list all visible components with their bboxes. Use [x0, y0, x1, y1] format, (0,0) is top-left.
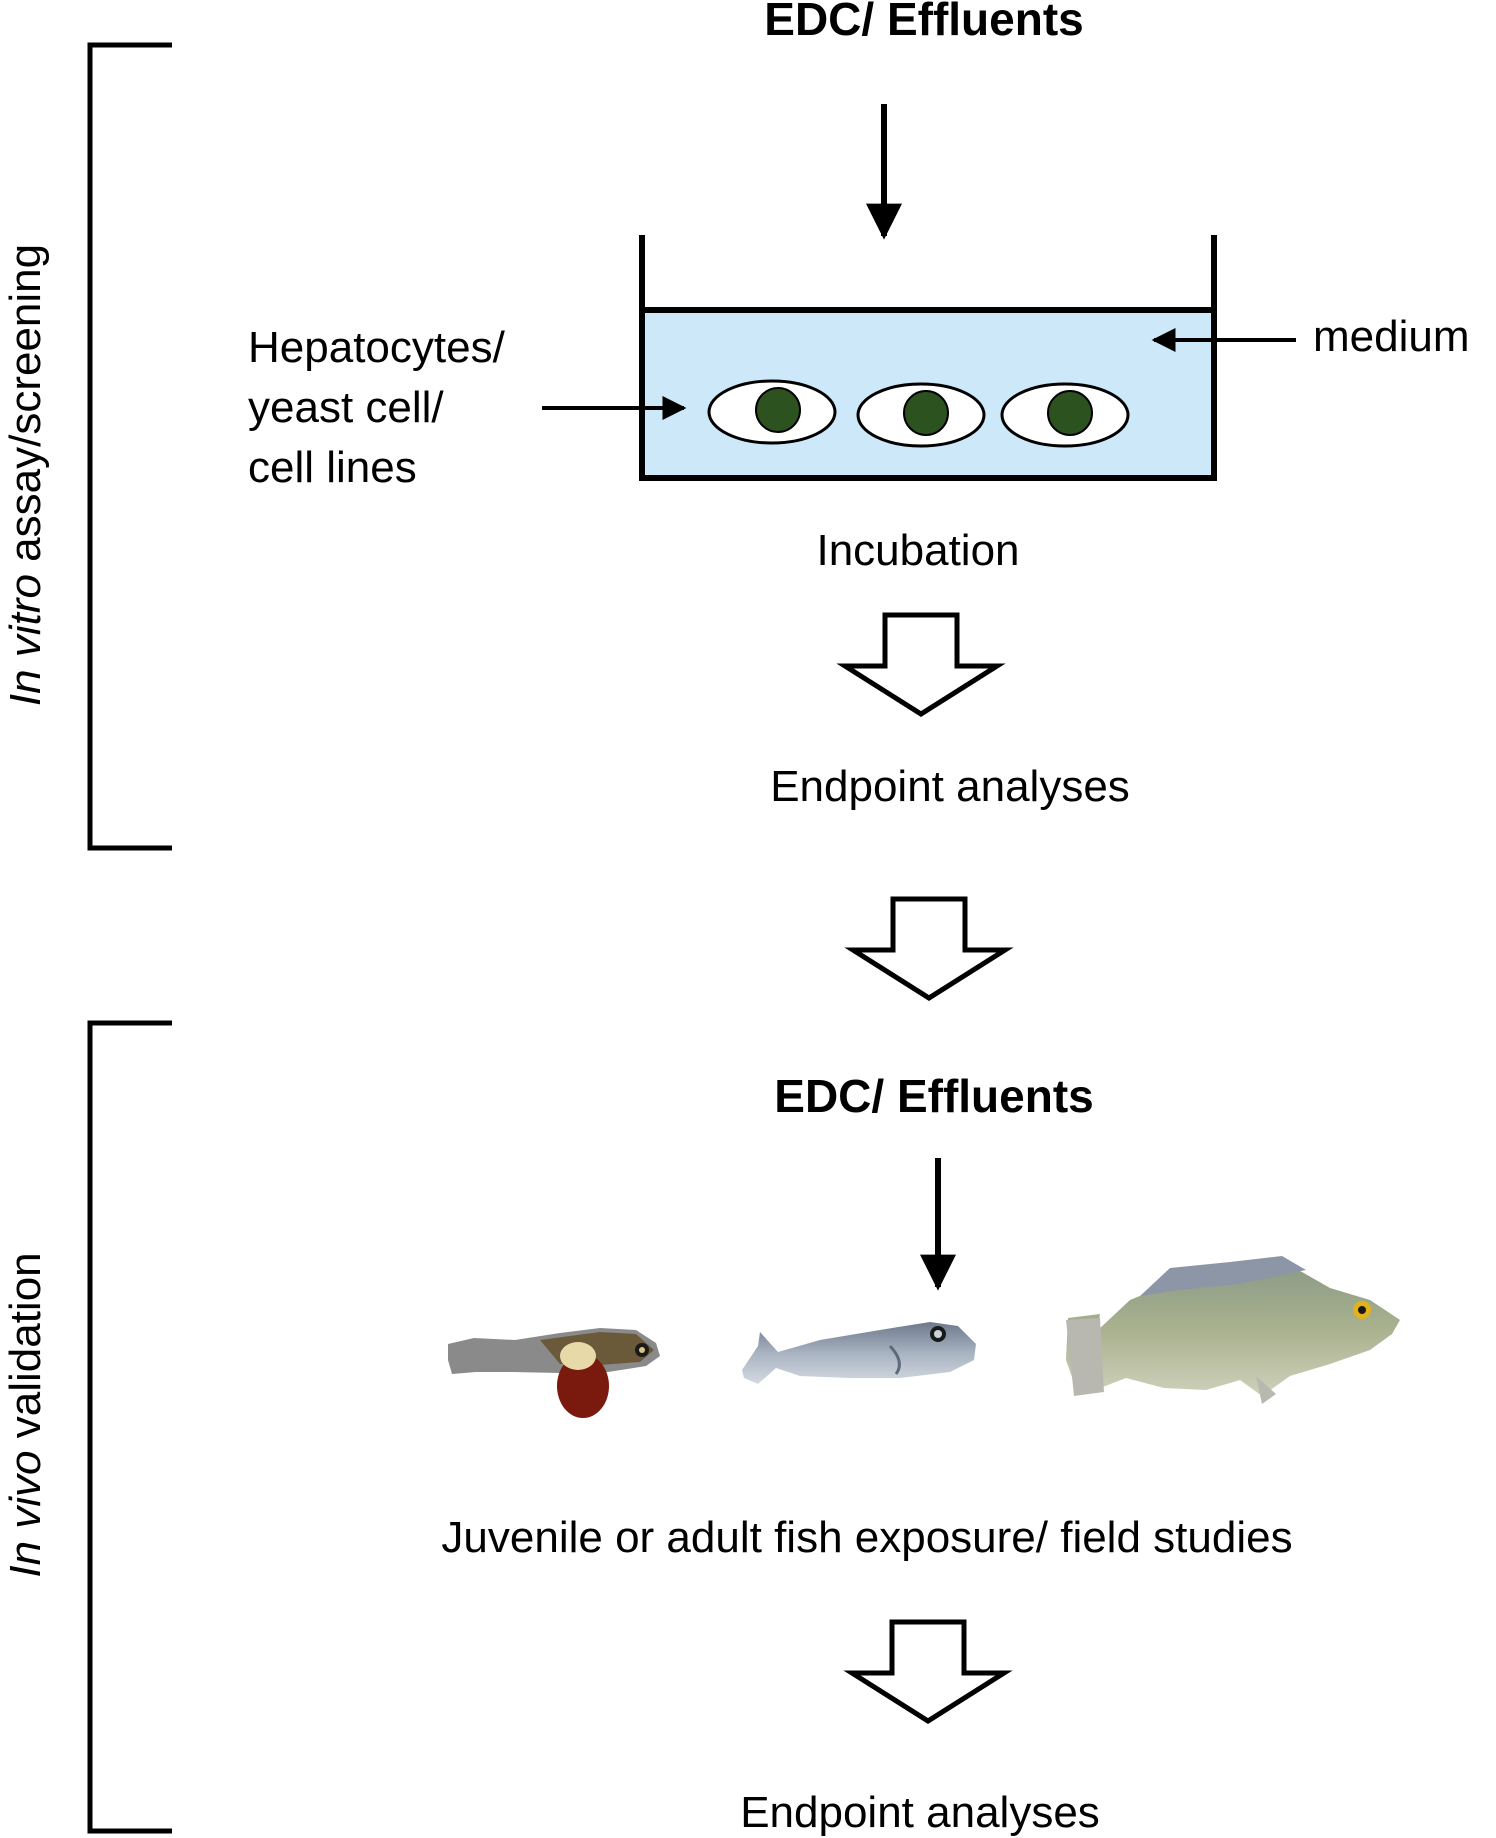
in-vivo-block-arrow: [843, 1619, 1013, 1724]
in-vitro-block-arrow: [836, 612, 1006, 717]
cell-nucleus: [903, 390, 949, 436]
cell-2: [856, 382, 986, 448]
in-vitro-section: In vitro assay/screening EDC/ Effluents …: [1, 0, 1470, 851]
in-vivo-input-label: EDC/ Effluents: [774, 1070, 1093, 1122]
in-vivo-side-label: In vivo validation: [1, 1252, 50, 1577]
cell-3: [1000, 382, 1130, 448]
in-vivo-section: In vivo validation EDC/ Effluents: [1, 1020, 1400, 1837]
transition-block-arrow: [844, 896, 1014, 1001]
in-vitro-bracket: [87, 42, 172, 851]
in-vitro-input-label: EDC/ Effluents: [764, 0, 1083, 45]
cell-nucleus: [755, 387, 801, 433]
incubation-label: Incubation: [816, 526, 1019, 575]
larval-fish-icon: [448, 1328, 660, 1418]
adult-fish-icon: [1066, 1256, 1400, 1404]
in-vivo-bracket: [87, 1020, 172, 1834]
medium-label: medium: [1313, 312, 1470, 361]
cell-nucleus: [1047, 390, 1093, 436]
juvenile-fish-icon: [742, 1322, 976, 1384]
cell-1: [707, 379, 837, 445]
cells-label: Hepatocytes/ yeast cell/ cell lines: [248, 323, 517, 492]
exposure-label: Juvenile or adult fish exposure/ field s…: [441, 1513, 1292, 1562]
in-vivo-endpoint-label: Endpoint analyses: [740, 1788, 1100, 1837]
in-vitro-side-label: In vitro assay/screening: [1, 244, 50, 706]
in-vitro-endpoint-label: Endpoint analyses: [770, 762, 1130, 811]
